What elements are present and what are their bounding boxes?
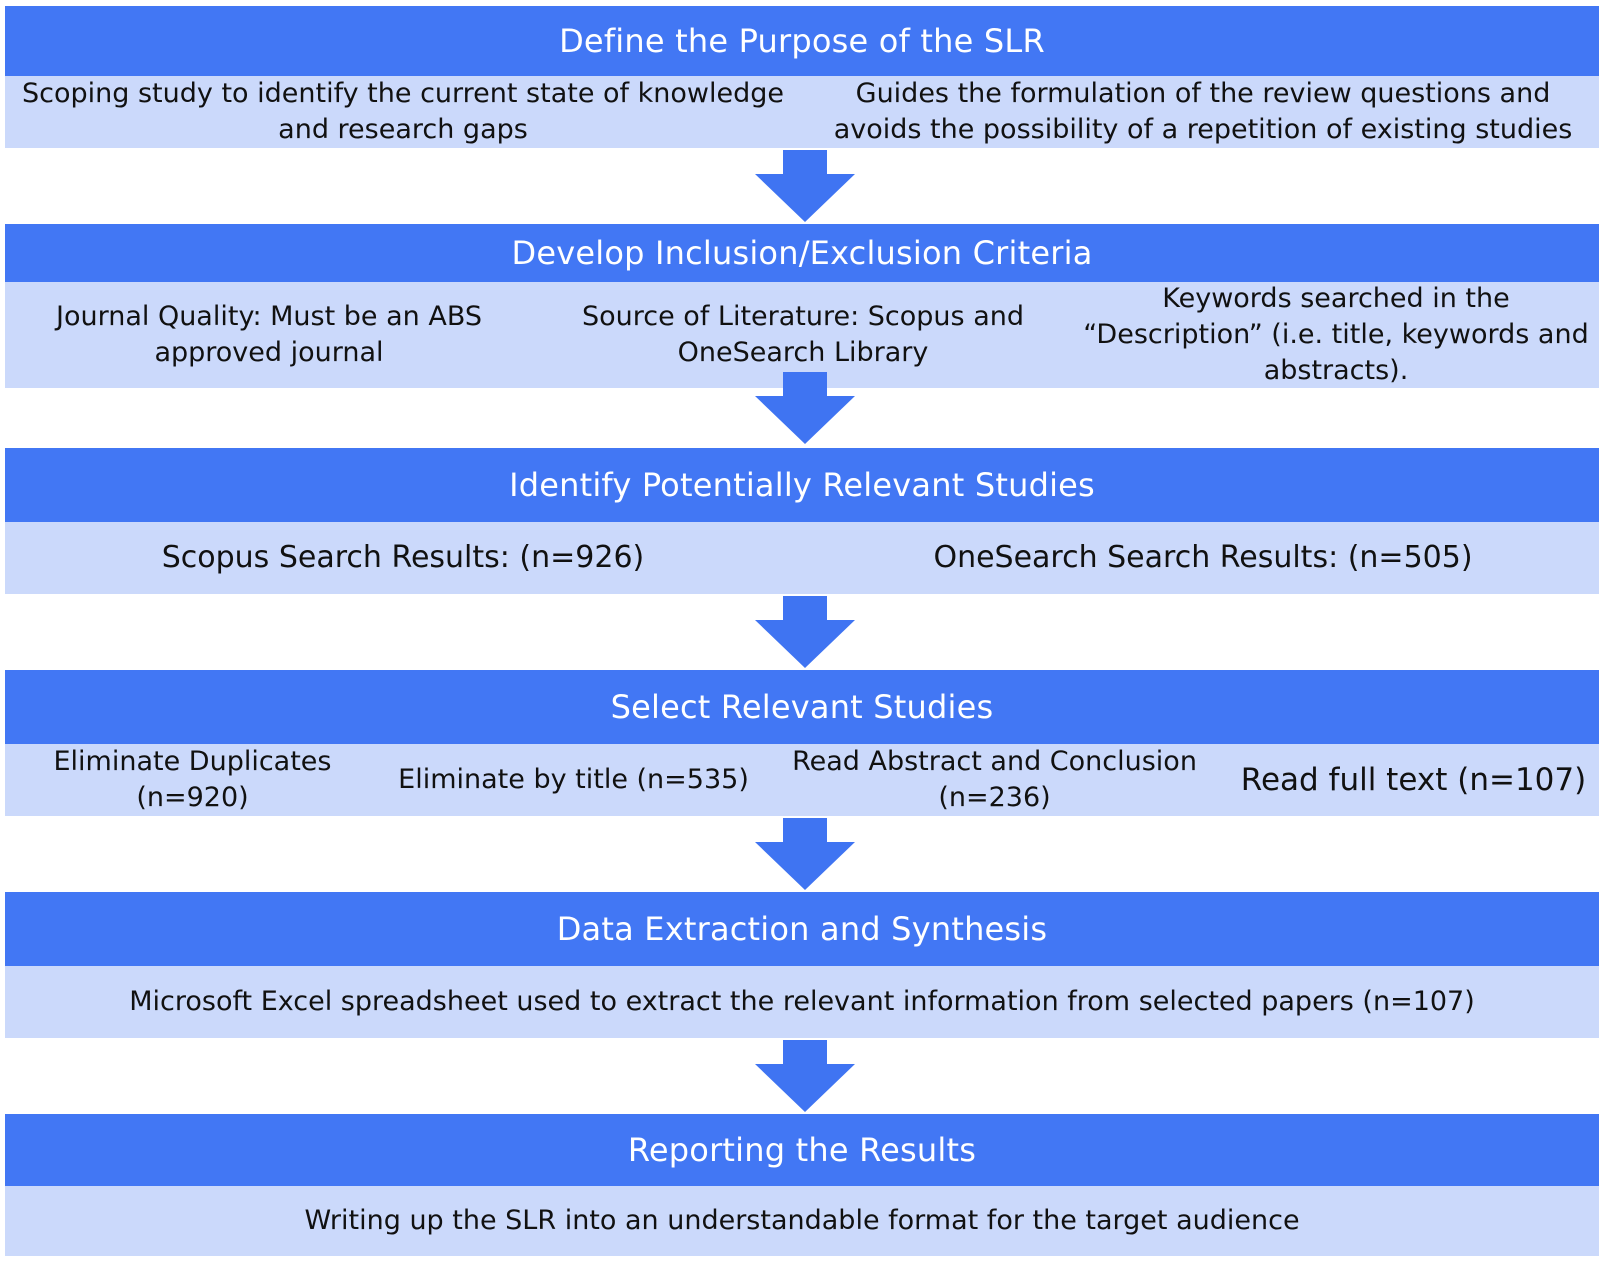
down-arrow-icon bbox=[755, 1040, 855, 1112]
stage-2-header: Develop Inclusion/Exclusion Criteria bbox=[5, 224, 1599, 282]
stage-5-item-1: Microsoft Excel spreadsheet used to extr… bbox=[5, 966, 1599, 1038]
stage-4-items: Eliminate Duplicates (n=920) Eliminate b… bbox=[5, 744, 1599, 816]
stage-2-items: Journal Quality: Must be an ABS approved… bbox=[5, 282, 1599, 388]
stage-3-items: Scopus Search Results: (n=926) OneSearch… bbox=[5, 522, 1599, 594]
stage-3-item-1: Scopus Search Results: (n=926) bbox=[5, 522, 801, 594]
stage-3-item-2: OneSearch Search Results: (n=505) bbox=[807, 522, 1599, 594]
stage-5-header: Data Extraction and Synthesis bbox=[5, 892, 1599, 966]
stage-4-item-4: Read full text (n=107) bbox=[1228, 744, 1599, 816]
stage-3-header: Identify Potentially Relevant Studies bbox=[5, 448, 1599, 522]
down-arrow-icon bbox=[755, 372, 855, 444]
stage-5-items: Microsoft Excel spreadsheet used to extr… bbox=[5, 966, 1599, 1038]
stage-6-header: Reporting the Results bbox=[5, 1114, 1599, 1186]
stage-1-item-2: Guides the formulation of the review que… bbox=[807, 76, 1599, 148]
stage-1-item-1: Scoping study to identify the current st… bbox=[5, 76, 801, 148]
down-arrow-icon bbox=[755, 596, 855, 668]
stage-6-items: Writing up the SLR into an understandabl… bbox=[5, 1186, 1599, 1256]
stage-4-item-3: Read Abstract and Conclusion (n=236) bbox=[767, 744, 1222, 816]
stage-2-item-3: Keywords searched in the “Description” (… bbox=[1073, 282, 1599, 388]
stage-1-items: Scoping study to identify the current st… bbox=[5, 76, 1599, 148]
stage-4-item-1: Eliminate Duplicates (n=920) bbox=[5, 744, 380, 816]
down-arrow-icon bbox=[755, 818, 855, 890]
stage-4-item-2: Eliminate by title (n=535) bbox=[386, 744, 761, 816]
stage-2-item-1: Journal Quality: Must be an ABS approved… bbox=[5, 282, 533, 388]
down-arrow-icon bbox=[755, 150, 855, 222]
stage-1-header: Define the Purpose of the SLR bbox=[5, 6, 1599, 76]
stage-6-item-1: Writing up the SLR into an understandabl… bbox=[5, 1186, 1599, 1256]
stage-4-header: Select Relevant Studies bbox=[5, 670, 1599, 744]
stage-2-item-2: Source of Literature: Scopus and OneSear… bbox=[539, 282, 1067, 388]
